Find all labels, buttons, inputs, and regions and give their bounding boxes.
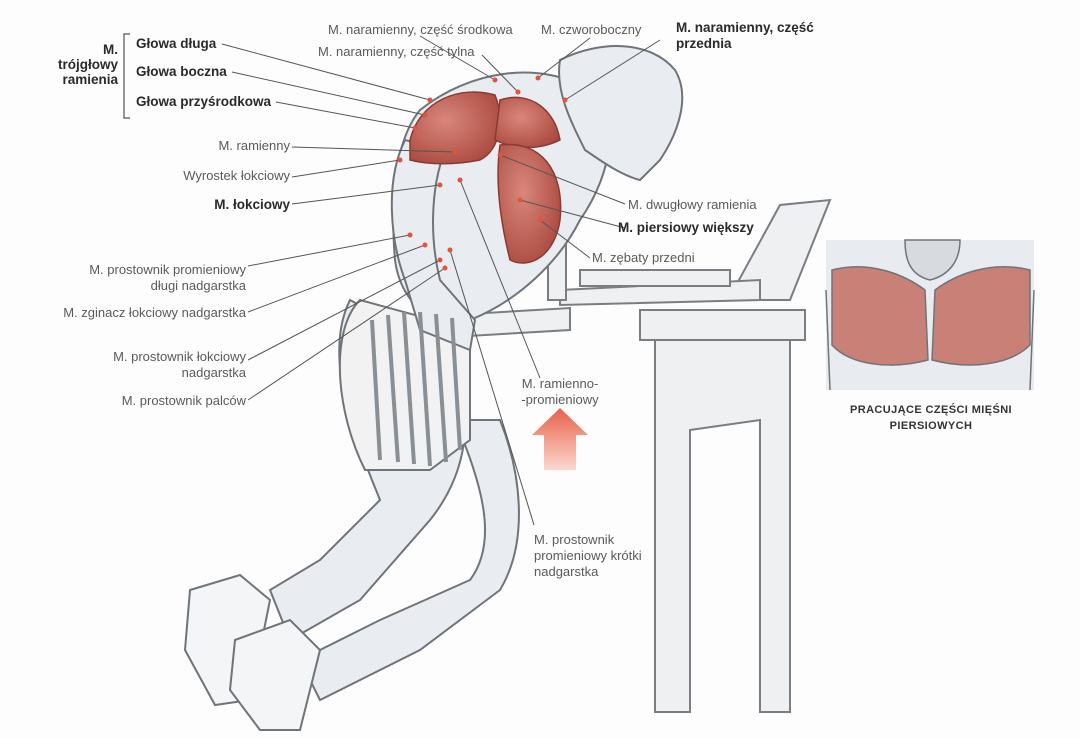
label-prostownik-krotki-line-1: M. prostownik bbox=[534, 532, 615, 547]
label-piersiowy-wiekszy: M. piersiowy większy bbox=[618, 220, 754, 235]
label-prostownik-dlugi-line-1: M. prostownik promieniowy bbox=[89, 262, 246, 277]
leader-dots bbox=[397, 75, 568, 271]
label-prostownik-krotki-line-3: nadgarstka bbox=[534, 564, 599, 579]
triceps-group-title: M. trójgłowy ramienia bbox=[40, 42, 118, 87]
label-glowa-dluga: Głowa długa bbox=[136, 36, 217, 51]
label-naramienny-tylna: M. naramienny, część tylna bbox=[318, 44, 475, 59]
triceps-title-line-2: trójgłowy bbox=[58, 57, 118, 72]
label-dwuglowy: M. dwugłowy ramienia bbox=[628, 197, 757, 212]
triceps-title-line-1: M. bbox=[103, 42, 118, 57]
label-glowa-boczna: Głowa boczna bbox=[136, 64, 227, 79]
label-prostownik-palcow: M. prostownik palców bbox=[121, 393, 246, 408]
label-prostownik-lokciowy: M. prostownik łokciowy nadgarstka bbox=[60, 349, 246, 381]
label-naramienny-przednia-line-1: M. naramienny, część bbox=[676, 20, 814, 35]
label-prostownik-krotki: M. prostownik promieniowy krótki nadgars… bbox=[534, 532, 642, 580]
upward-arrow bbox=[532, 408, 588, 470]
inset-caption: PRACUJĄCE CZĘŚCI MIĘŚNI PIERSIOWYCH bbox=[826, 402, 1036, 434]
label-naramienny-przednia-line-2: przednia bbox=[676, 36, 732, 51]
label-prostownik-lokciowy-line-1: M. prostownik łokciowy bbox=[113, 349, 246, 364]
label-ramienno-line-2: -promieniowy bbox=[521, 392, 599, 407]
inset-caption-line-2: PIERSIOWYCH bbox=[889, 420, 973, 432]
label-prostownik-lokciowy-line-2: nadgarstka bbox=[181, 365, 246, 380]
label-prostownik-krotki-line-2: promieniowy krótki bbox=[534, 548, 642, 563]
triceps-title-line-3: ramienia bbox=[62, 72, 118, 87]
label-zebaty-przedni: M. zębaty przedni bbox=[592, 250, 695, 265]
label-prostownik-dlugi: M. prostownik promieniowy długi nadgarst… bbox=[50, 262, 246, 294]
label-prostownik-dlugi-line-2: długi nadgarstka bbox=[150, 278, 246, 293]
label-czworoboczny: M. czworoboczny bbox=[541, 22, 642, 37]
shorts-stripes bbox=[370, 311, 462, 467]
highlighted-muscles bbox=[409, 91, 562, 264]
label-naramienny-przednia: M. naramienny, część przednia bbox=[676, 20, 814, 52]
inset-caption-line-1: PRACUJĄCE CZĘŚCI MIĘŚNI bbox=[850, 404, 1012, 416]
label-naramienny-srodkowa: M. naramienny, część środkowa bbox=[328, 22, 513, 37]
triceps-bracket bbox=[123, 33, 130, 119]
label-lokciowy: M. łokciowy bbox=[214, 197, 290, 212]
label-ramienno-line-1: M. ramienno- bbox=[521, 376, 599, 391]
label-glowa-przysrodkowa: Głowa przyśrodkowa bbox=[136, 94, 272, 109]
leader-lines bbox=[221, 35, 661, 526]
label-ramienno-promieniowy: M. ramienno- -promieniowy bbox=[510, 376, 610, 408]
label-zginacz-lokciowy: M. zginacz łokciowy nadgarstka bbox=[63, 305, 246, 320]
label-wyrostek-lokciowy: Wyrostek łokciowy bbox=[183, 168, 290, 183]
label-ramienny: M. ramienny bbox=[218, 138, 290, 153]
inset-chest bbox=[825, 239, 1035, 391]
